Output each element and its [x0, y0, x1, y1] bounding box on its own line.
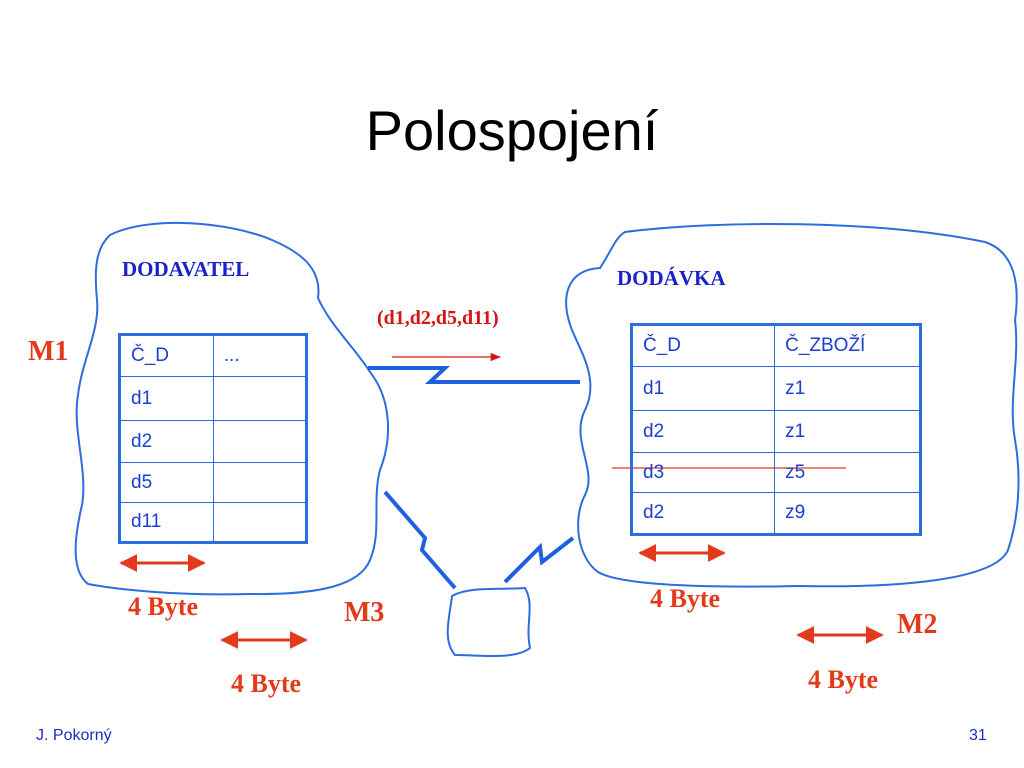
table-cell: [212, 462, 308, 503]
byte-label-m2-table: 4 Byte: [650, 584, 721, 613]
table-header-row: Č_D ...: [119, 334, 308, 377]
node-m3-label: M3: [344, 597, 385, 628]
site-m3-cloud: [446, 586, 532, 658]
table-row: d2: [119, 420, 308, 463]
table-cell: [212, 420, 308, 463]
site-m1-cloud: [74, 221, 389, 596]
table-row: d11: [119, 502, 308, 543]
table-row: d3 z5: [630, 452, 921, 493]
table-row: d5: [119, 462, 308, 503]
dodavatel-table: Č_D ... d1 d2 d5 d11: [118, 333, 308, 544]
table-cell: [212, 502, 308, 543]
table-cell: d5: [119, 462, 214, 503]
table-cell: [212, 376, 308, 421]
header-cell: Č_D: [119, 334, 214, 377]
page-title: Polospojení: [365, 99, 659, 162]
node-m2-label: M2: [897, 609, 938, 640]
table-cell: d3: [630, 452, 776, 493]
link-m1-m2: [368, 366, 580, 384]
table-header-row: Č_D Č_ZBOŽÍ: [630, 324, 921, 367]
table-row: d1: [119, 376, 308, 421]
link-m1-m3: [383, 490, 457, 590]
table-cell: z5: [774, 452, 921, 493]
header-cell: Č_ZBOŽÍ: [774, 324, 921, 367]
table-cell: z9: [774, 492, 921, 535]
byte-label-m3: 4 Byte: [231, 669, 302, 698]
footer-author: J. Pokorný: [36, 727, 112, 744]
table-row: d1 z1: [630, 366, 921, 411]
byte-label-m2: 4 Byte: [808, 665, 879, 694]
table-cell: z1: [774, 366, 921, 411]
table-cell: d2: [119, 420, 214, 463]
link-m3-m2: [503, 536, 575, 584]
table-row: d2 z1: [630, 410, 921, 453]
table-row: d2 z9: [630, 492, 921, 535]
table-cell: d1: [630, 366, 776, 411]
site-m2-cloud: [565, 223, 1020, 588]
table-cell: d2: [630, 410, 776, 453]
header-cell: ...: [212, 334, 308, 377]
transfer-label: (d1,d2,d5,d11): [377, 307, 499, 329]
header-cell: Č_D: [630, 324, 776, 367]
dodavka-table: Č_D Č_ZBOŽÍ d1 z1 d2 z1 d3 z5 d2 z9: [630, 323, 922, 536]
node-m1-label: M1: [28, 336, 69, 367]
dodavka-table-name: DODÁVKA: [617, 266, 726, 290]
dodavatel-table-name: DODAVATEL: [122, 257, 250, 281]
table-cell: d2: [630, 492, 776, 535]
table-cell: d11: [119, 502, 214, 543]
byte-label-m1: 4 Byte: [128, 592, 199, 621]
footer-page-number: 31: [969, 727, 987, 744]
table-cell: d1: [119, 376, 214, 421]
table-cell: z1: [774, 410, 921, 453]
